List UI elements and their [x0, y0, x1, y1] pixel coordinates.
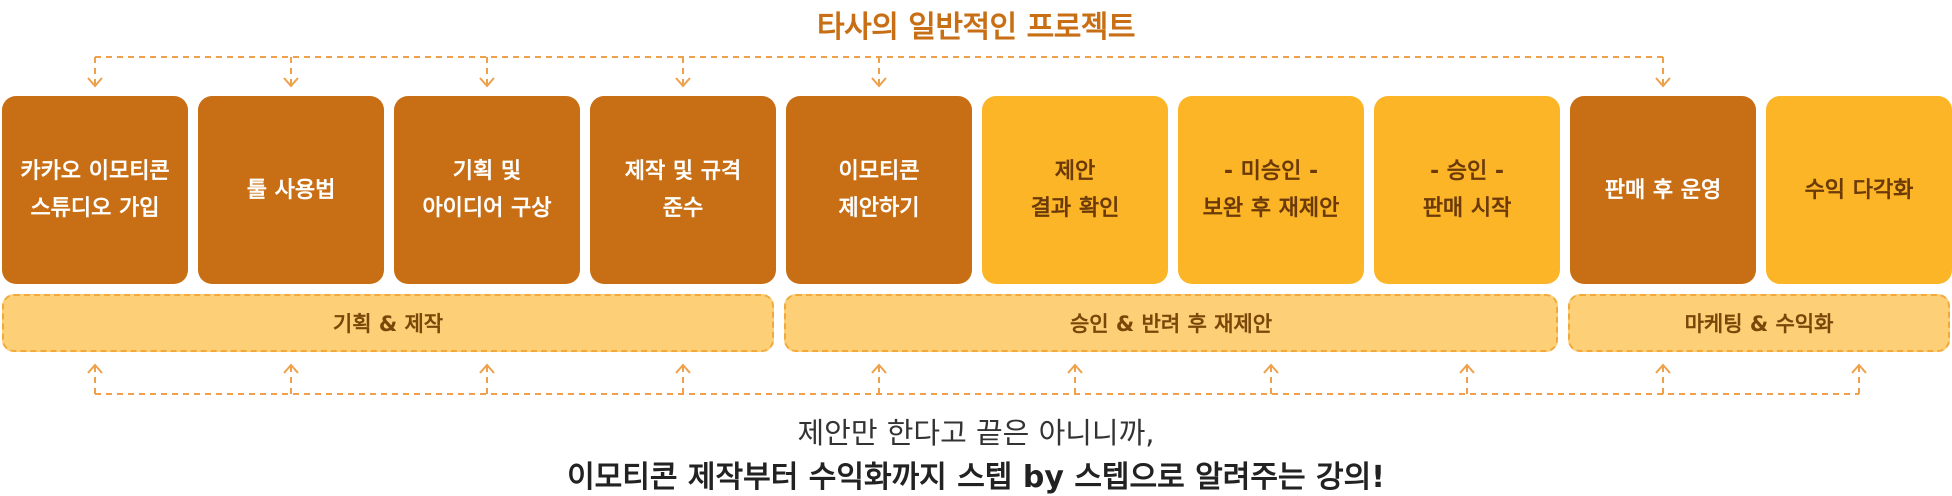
step-approved-sales: - 승인 - 판매 시작: [1374, 96, 1560, 284]
up-arrow-icon: [87, 363, 103, 374]
step-planning-ideas: 기획 및 아이디어 구상: [394, 96, 580, 284]
phase-approval-resubmit: 승인 & 반려 후 재제안: [784, 294, 1558, 352]
down-arrow-icon: [1655, 77, 1671, 88]
up-arrow-icon: [283, 363, 299, 374]
down-arrow-icon: [479, 77, 495, 88]
up-arrow-icon: [1459, 363, 1475, 374]
up-arrow-icon: [1067, 363, 1083, 374]
footer-subtitle: 제안만 한다고 끝은 아니니까,: [797, 416, 1155, 450]
phase-planning-production: 기획 & 제작: [2, 294, 774, 352]
down-arrow-icon: [675, 77, 691, 88]
up-arrow-icon: [871, 363, 887, 374]
up-arrow-icon: [1655, 363, 1671, 374]
process-steps: 카카오 이모티콘 스튜디오 가입 툴 사용법 기획 및 아이디어 구상 제작 및…: [0, 96, 1952, 284]
up-arrow-icon: [1263, 363, 1279, 374]
up-arrow-icon: [479, 363, 495, 374]
phase-marketing-monetization: 마케팅 & 수익화: [1568, 294, 1950, 352]
diagram-title: 타사의 일반적인 프로젝트: [817, 10, 1136, 45]
down-arrow-icon: [871, 77, 887, 88]
step-production-specs: 제작 및 규격 준수: [590, 96, 776, 284]
bottom-connector: [87, 363, 1867, 395]
down-arrow-icon: [283, 77, 299, 88]
step-submit-proposal: 이모티콘 제안하기: [786, 96, 972, 284]
step-tool-usage: 툴 사용법: [198, 96, 384, 284]
top-connector: [87, 56, 1671, 88]
step-post-sale-ops: 판매 후 운영: [1570, 96, 1756, 284]
step-check-result: 제안 결과 확인: [982, 96, 1168, 284]
step-revenue-diversification: 수익 다각화: [1766, 96, 1952, 284]
step-rejected-resubmit: - 미승인 - 보완 후 재제안: [1178, 96, 1364, 284]
step-studio-signup: 카카오 이모티콘 스튜디오 가입: [2, 96, 188, 284]
up-arrow-icon: [1851, 363, 1867, 374]
up-arrow-icon: [675, 363, 691, 374]
down-arrow-icon: [87, 77, 103, 88]
footer-headline: 이모티콘 제작부터 수익화까지 스텝 by 스텝으로 알려주는 강의!: [567, 460, 1385, 495]
